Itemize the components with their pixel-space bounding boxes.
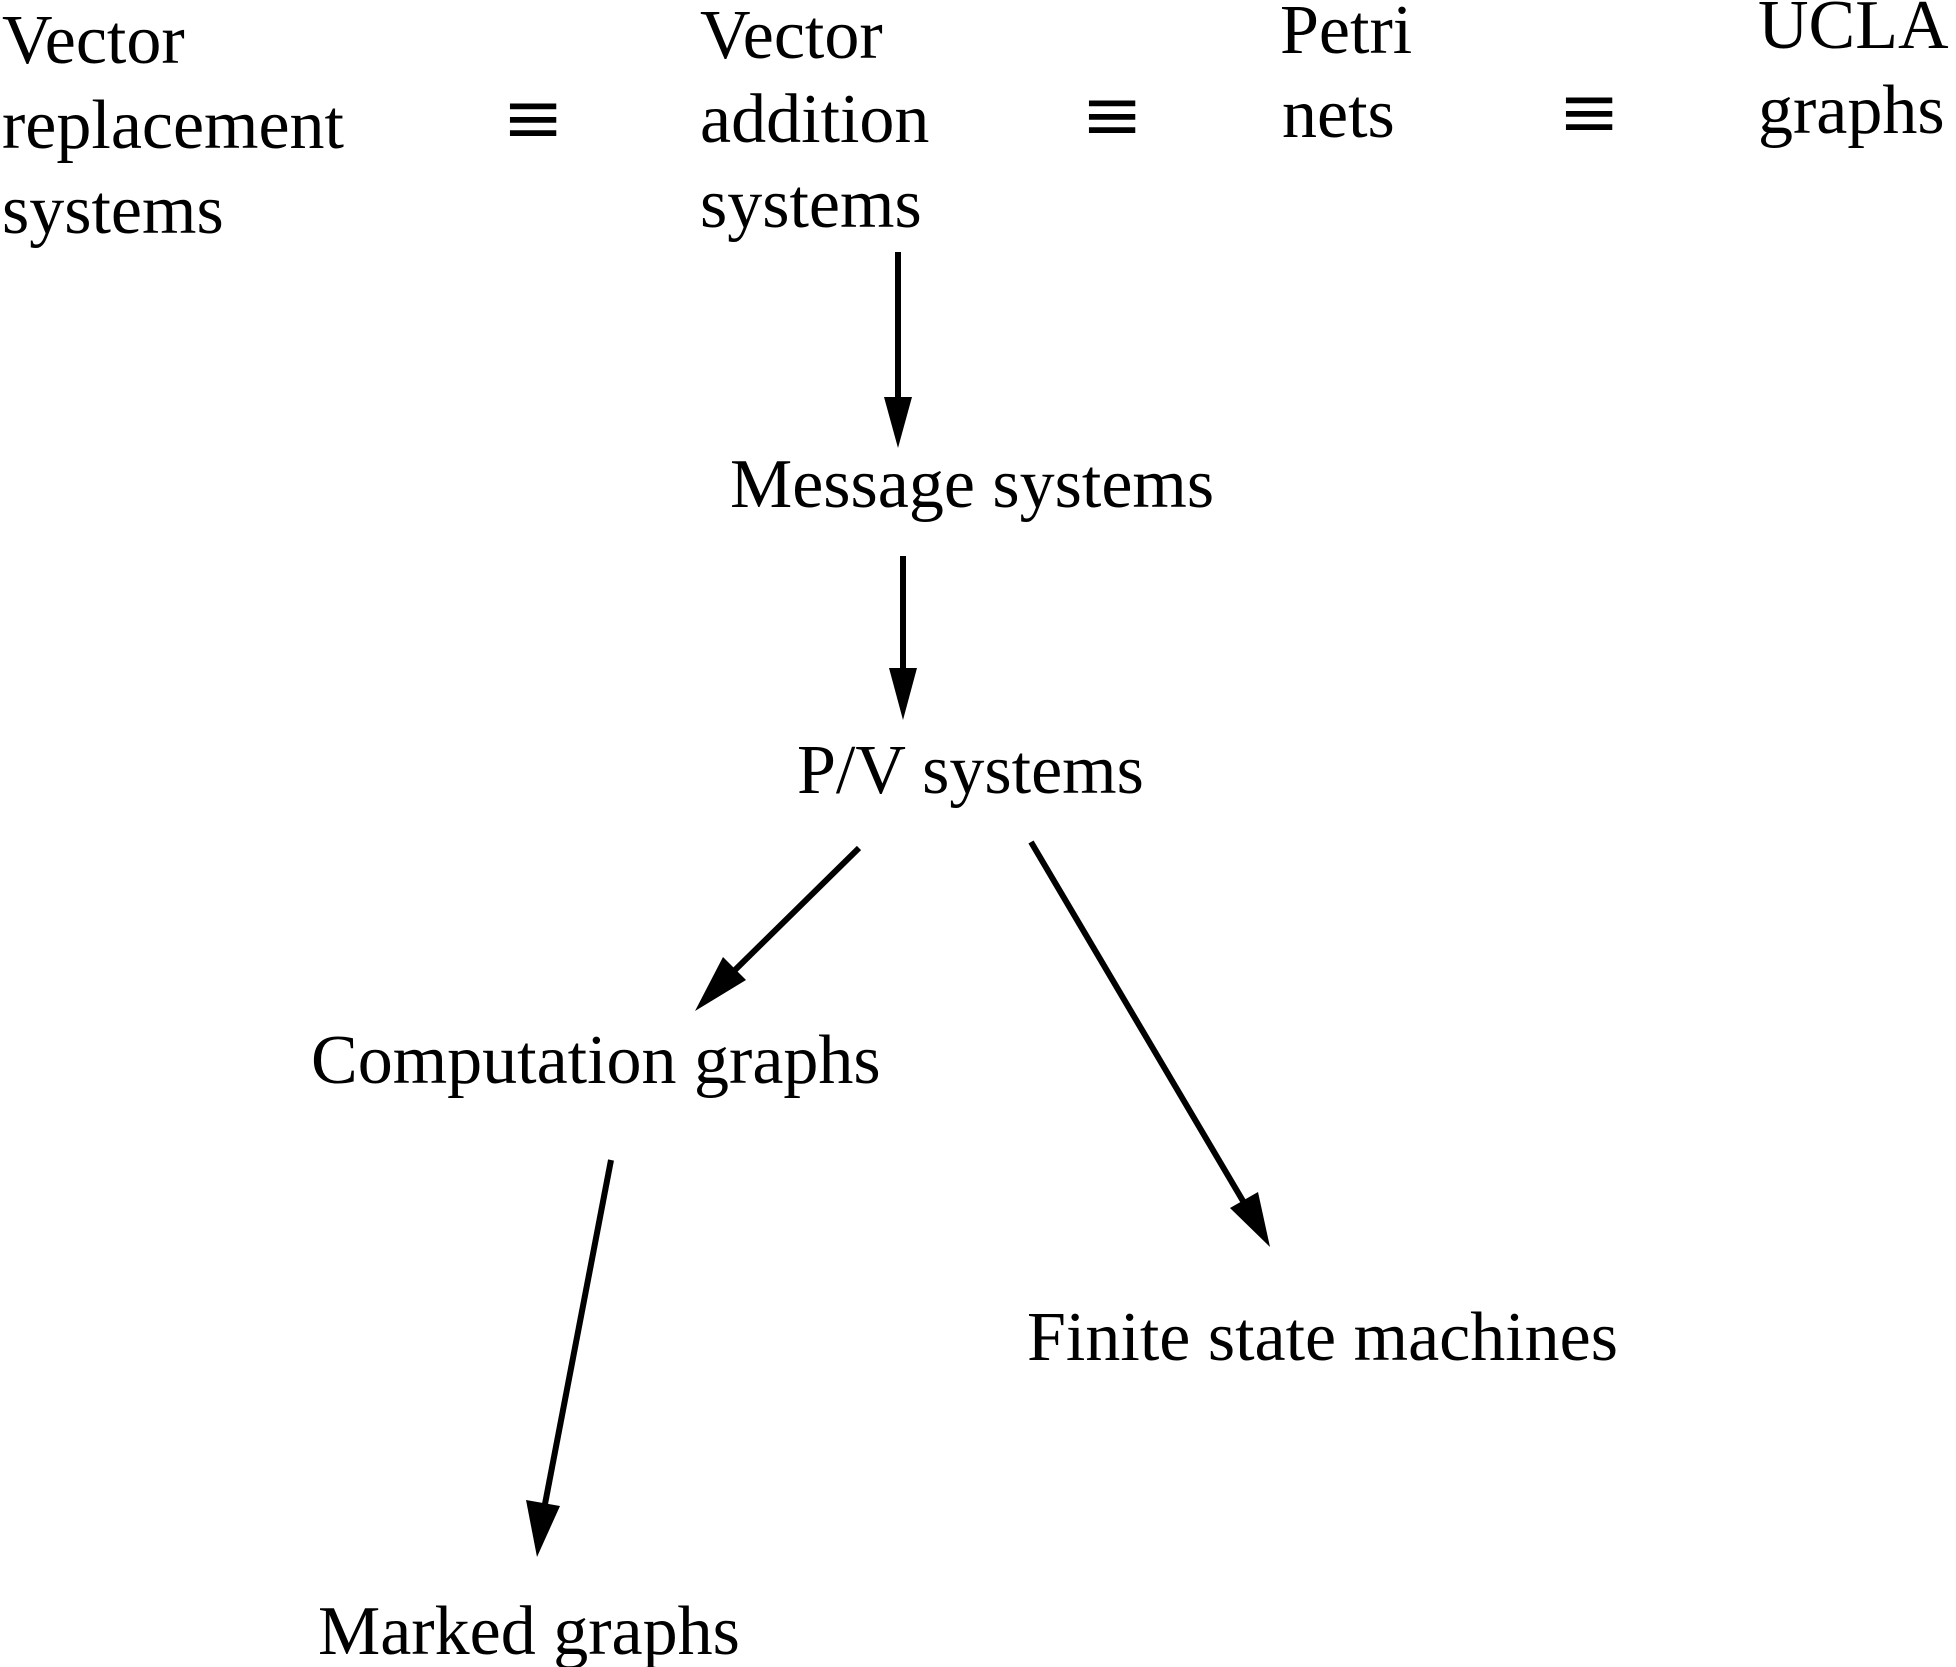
equivalence-symbol-3: ≡ (1558, 69, 1620, 155)
marked-graphs-node: Marked graphs (318, 1593, 740, 1667)
vector-replacement-line-3: systems (2, 172, 224, 249)
equivalence-symbol-2: ≡ (1081, 72, 1143, 158)
edge-message-to-pv (889, 556, 917, 720)
vector-addition-line-1: Vector (700, 0, 883, 74)
pv-systems-node: P/V systems (797, 732, 1144, 809)
message-systems-node: Message systems (730, 446, 1214, 523)
ucla-graphs-line-1: UCLA (1758, 0, 1949, 64)
ucla-graphs-line-2: graphs (1758, 72, 1945, 149)
vector-replacement-line-1: Vector (2, 2, 185, 79)
petri-nets-line-1: Petri (1280, 0, 1412, 69)
edge-vector-addition-to-message (884, 252, 912, 448)
vector-replacement-line-2: replacement (2, 87, 345, 164)
edge-pv-to-computation (695, 845, 862, 1011)
petri-nets-line-2: nets (1282, 76, 1395, 153)
edge-pv-to-finite-state (1028, 840, 1270, 1247)
equivalence-symbol-1: ≡ (502, 75, 564, 161)
computation-graphs-node: Computation graphs (311, 1022, 881, 1099)
vector-addition-line-3: systems (700, 166, 922, 243)
vector-addition-line-2: addition (700, 81, 929, 158)
finite-state-machines-node: Finite state machines (1027, 1299, 1618, 1376)
edge-computation-to-marked (526, 1159, 614, 1557)
